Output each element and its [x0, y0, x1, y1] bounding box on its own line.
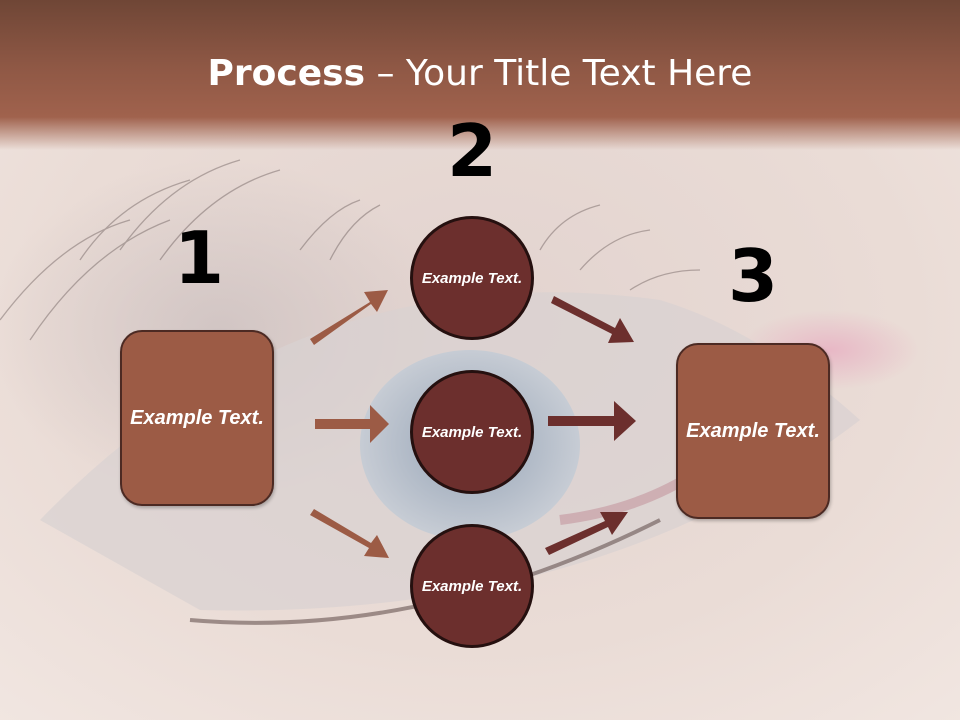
title-dash: – — [365, 53, 406, 94]
step-1-box: Example Text. — [120, 330, 274, 506]
step-2-middle-label: Example Text. — [421, 423, 523, 441]
step-number-1: 1 — [173, 216, 225, 300]
arrow-bottom-to-3 — [545, 512, 628, 555]
step-number-3: 3 — [727, 234, 779, 318]
arrow-top-to-3 — [551, 296, 634, 343]
step-2-circle-top: Example Text. — [410, 216, 534, 340]
title-rest: Your Title Text Here — [405, 53, 753, 94]
slide-title: Process – Your Title Text Here — [0, 52, 960, 96]
title-bold-part: Process — [207, 53, 366, 94]
step-2-bottom-label: Example Text. — [421, 577, 523, 595]
title-bar — [0, 0, 960, 150]
step-2-top-label: Example Text. — [421, 269, 523, 287]
step-2-circle-middle: Example Text. — [410, 370, 534, 494]
step-2-circle-bottom: Example Text. — [410, 524, 534, 648]
step-1-label: Example Text. — [130, 406, 264, 429]
arrow-1-to-top — [310, 290, 388, 345]
step-number-2: 2 — [446, 109, 498, 193]
arrow-middle-to-3 — [548, 401, 636, 441]
arrow-1-to-middle — [315, 405, 389, 443]
step-3-box: Example Text. — [676, 343, 830, 519]
arrow-1-to-bottom — [310, 509, 389, 558]
step-3-label: Example Text. — [686, 419, 820, 442]
